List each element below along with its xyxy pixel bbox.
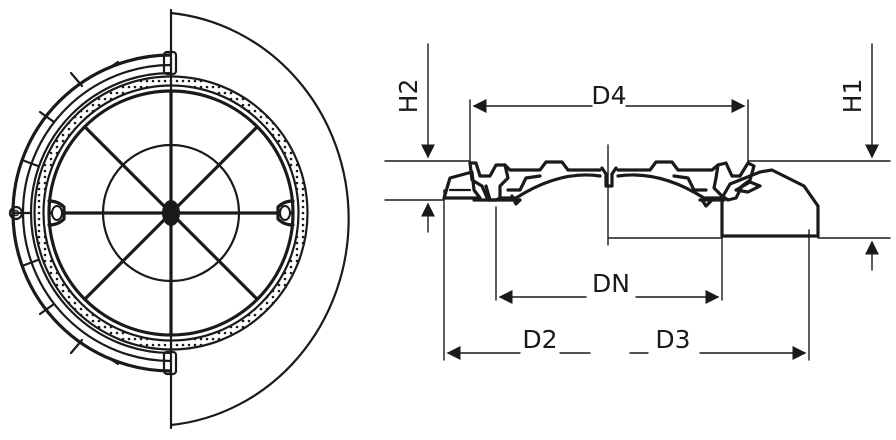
center-boss	[162, 200, 180, 226]
dim-label-h1: H1	[838, 79, 867, 114]
dim-label-h2: H2	[394, 79, 423, 114]
key-slot-right	[276, 199, 295, 227]
bottom-lug	[162, 350, 178, 376]
dim-label-d4: D4	[591, 81, 626, 110]
outer-frame-arc	[169, 11, 350, 427]
concrete-block	[720, 168, 820, 238]
hinge-lug	[8, 205, 24, 221]
cover-profile	[442, 160, 756, 208]
dimension-arrows	[421, 43, 879, 360]
dim-label-d3: D3	[655, 325, 690, 354]
plan-view	[8, 8, 350, 430]
dim-label-d2: D2	[522, 325, 557, 354]
section-view: D4 DN D2 D3 H2 H1	[384, 43, 891, 361]
extension-lines	[384, 99, 891, 361]
top-lug	[162, 50, 178, 76]
key-slot-left	[47, 199, 66, 227]
dim-label-dn: DN	[592, 269, 630, 298]
lid-center-circle	[101, 143, 241, 283]
